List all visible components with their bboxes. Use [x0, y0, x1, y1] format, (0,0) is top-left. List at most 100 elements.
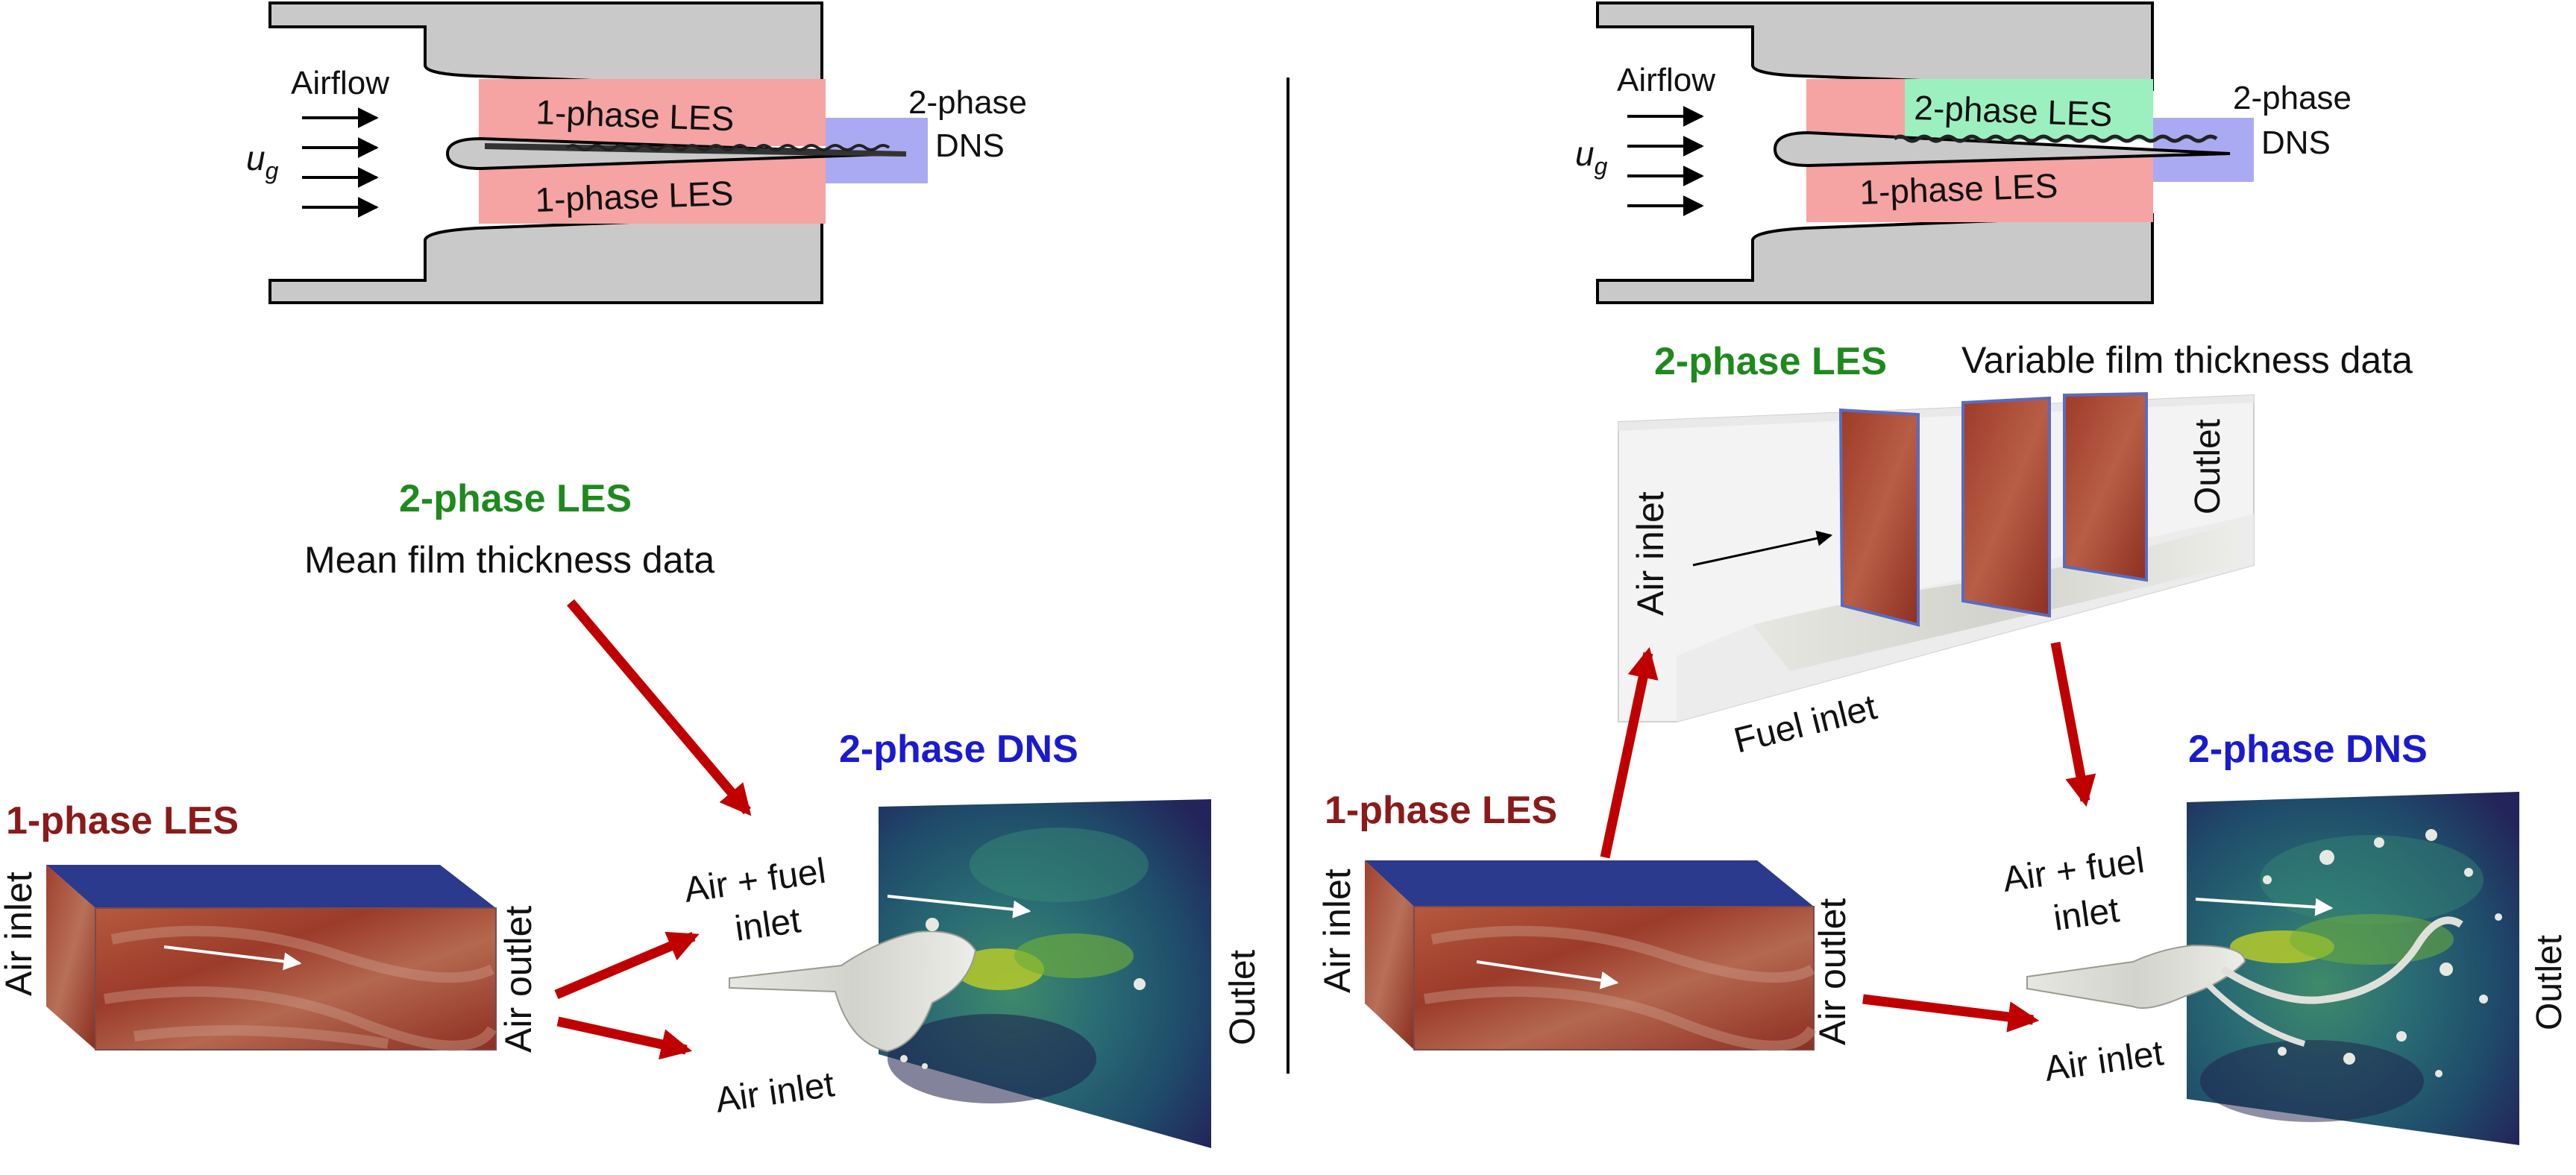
left-dns-air-inlet: Air inlet	[713, 1065, 837, 1121]
right-les2-title: 2-phase LES	[1654, 340, 1887, 383]
right-box-flow-arrow	[1476, 960, 1619, 989]
left-les1-title: 1-phase LES	[6, 799, 239, 842]
right-arrow-les2-to-dns	[2050, 641, 2096, 807]
left-les-top-label: 1-phase LES	[535, 92, 735, 138]
right-dns-title: 2-phase DNS	[2188, 728, 2428, 771]
right-dns-airfuel-line1: Air + fuel	[2000, 841, 2146, 900]
right-film-waves	[1893, 134, 2218, 143]
droplet	[2495, 913, 2502, 921]
right-dns-ligament	[2220, 916, 2463, 1004]
right-dns-air-inlet: Air inlet	[2042, 1033, 2166, 1089]
left-les2-title: 2-phase LES	[399, 477, 632, 520]
right-les1-region-top	[1806, 79, 1905, 140]
left-les1-box	[46, 865, 497, 1051]
right-dns-eddy	[2260, 835, 2484, 924]
droplet	[2263, 875, 2272, 884]
right-box-streaks	[1423, 925, 1817, 1051]
left-dns-eddy	[888, 1014, 1096, 1103]
left-dns-airfuel-line2: inlet	[732, 901, 803, 949]
right-dns-panel	[2026, 792, 2519, 1145]
left-les2-subtitle: Mean film thickness data	[304, 539, 714, 581]
right-airflow-arrows	[1627, 106, 1704, 216]
droplet	[2374, 837, 2384, 848]
left-dns-label-line2: DNS	[935, 127, 1005, 164]
left-dns-outlet: Outlet	[1223, 950, 1263, 1045]
left-airflow-label: Airflow	[291, 65, 389, 101]
right-les1-box	[1365, 860, 1817, 1051]
left-les-region-top	[479, 79, 826, 146]
right-dns-fuel-plume	[2290, 914, 2454, 965]
right-box-air-outlet: Air outlet	[1812, 898, 1853, 1045]
left-box-flow-arrow	[163, 945, 302, 971]
left-arrow-les2-to-dns	[567, 599, 752, 816]
droplet	[2278, 1047, 2287, 1056]
right-les2-label: 2-phase LES	[1914, 88, 2114, 133]
right-les2-outlet: Outlet	[2188, 419, 2228, 514]
droplet	[2440, 963, 2453, 976]
right-airflow-label: Airflow	[1617, 62, 1715, 98]
left-arrow-to-airfuel	[554, 931, 700, 999]
right-nozzle-schematic: Airflow 2-phase LES 1-phase LES 2-phase …	[1575, 1, 2352, 304]
right-les1-title: 1-phase LES	[1325, 789, 1557, 832]
left-box-top	[46, 865, 496, 908]
droplet	[2464, 868, 2473, 877]
droplet	[2396, 1031, 2407, 1042]
droplet	[2319, 850, 2334, 865]
right-les-bottom-label: 1-phase LES	[1859, 166, 2059, 212]
left-dns-title: 2-phase DNS	[839, 728, 1078, 771]
right-atomizer-lip	[1773, 130, 2231, 168]
right-dns-eddy	[2200, 1040, 2424, 1122]
right-dns-flow-arrow	[2195, 898, 2334, 916]
left-dns-eddy	[970, 828, 1149, 902]
right-box-air-inlet: Air inlet	[1316, 869, 1358, 993]
droplet	[900, 1055, 908, 1062]
right-nozzle-upper-wall	[1596, 1, 2154, 92]
left-nozzle-lower-wall	[268, 212, 823, 304]
droplet	[2343, 1053, 2355, 1065]
left-dns-flow-arrow	[887, 895, 1031, 919]
left-les-bottom-label: 1-phase LES	[535, 174, 735, 219]
right-les2-subtitle: Variable film thickness data	[1961, 339, 2413, 381]
right-box-front	[1365, 860, 1414, 1050]
right-les2-air-inlet: Air inlet	[1630, 491, 1671, 616]
left-dns-panel	[729, 799, 1211, 1148]
les2-sheet-3	[2063, 391, 2148, 582]
left-film-waves	[565, 144, 890, 151]
right-dns-liquid-sheet	[2026, 944, 2246, 1009]
right-les2-region	[1905, 79, 2153, 140]
left-dns-label-line1: 2-phase	[908, 84, 1027, 121]
left-nozzle-schematic: Airflow 1-phase LES 1-phase LES 2-phase …	[246, 1, 1027, 304]
left-arrow-to-airinlet	[556, 1016, 693, 1060]
right-nozzle-lower-wall	[1596, 212, 2154, 304]
right-arrow-to-dns	[1862, 994, 2040, 1033]
right-dns-label-line1: 2-phase	[2233, 80, 2352, 116]
left-dns-liquid-sheet	[729, 930, 977, 1053]
right-dns-outlet: Outlet	[2530, 935, 2569, 1030]
droplet	[922, 1063, 928, 1069]
left-box-side	[95, 907, 497, 1050]
left-dns-fuel-plume	[1014, 933, 1134, 978]
les2-sheet-1	[1838, 408, 1920, 627]
droplet	[2425, 829, 2437, 841]
left-box-air-outlet: Air outlet	[497, 906, 539, 1053]
les2-sheet-2	[1961, 396, 2051, 618]
left-dns-airfuel-line1: Air + fuel	[682, 851, 828, 910]
right-dns-label-line2: DNS	[2261, 125, 2331, 161]
left-box-streaks	[103, 925, 497, 1051]
left-box-air-inlet: Air inlet	[0, 872, 40, 996]
left-ug-label: ug	[246, 139, 279, 184]
right-les2-domain	[1618, 391, 2255, 722]
droplet	[2435, 1070, 2443, 1077]
droplet	[2479, 995, 2488, 1004]
right-dns-ligament	[2205, 982, 2306, 1047]
les2-flow-arrow	[1692, 530, 1833, 567]
left-airflow-arrows	[302, 107, 379, 218]
left-nozzle-upper-wall	[268, 1, 823, 92]
droplet	[1134, 978, 1146, 990]
right-box-top	[1365, 860, 1814, 907]
right-arrow-les1-to-les2	[1600, 646, 1659, 859]
right-ug-label: ug	[1575, 134, 1608, 180]
droplet	[926, 918, 939, 931]
left-box-front	[46, 865, 95, 1050]
